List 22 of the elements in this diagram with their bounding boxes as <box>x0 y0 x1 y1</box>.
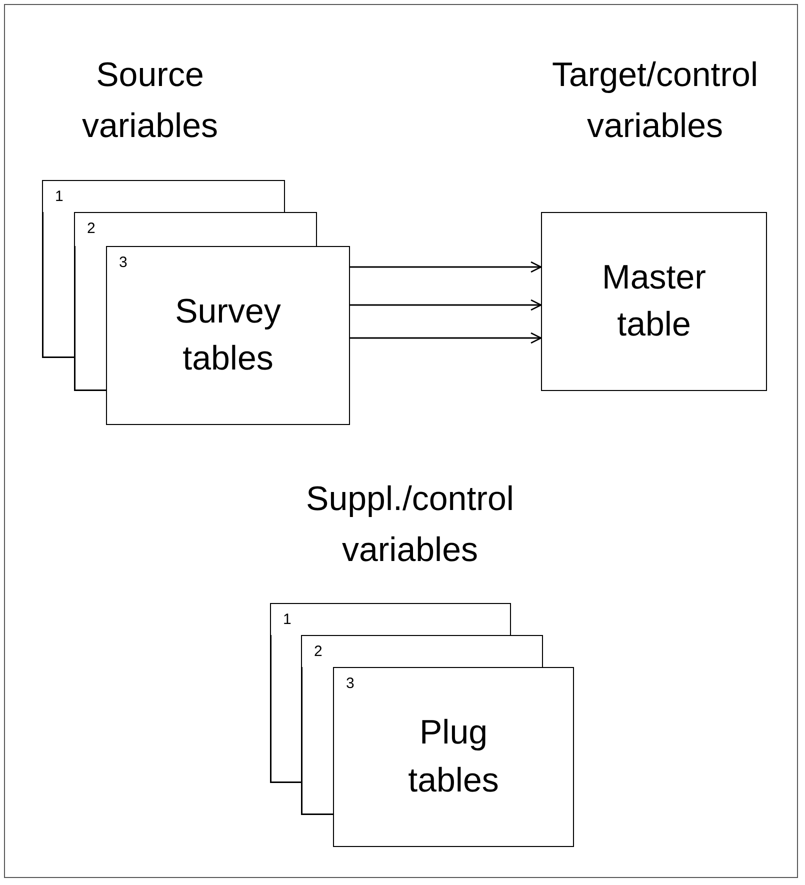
box-title: Survey tables <box>174 290 282 380</box>
table-page <box>106 246 350 425</box>
arrow <box>350 299 542 311</box>
table-page <box>42 180 285 212</box>
page-number: 2 <box>314 644 322 659</box>
page-number: 1 <box>283 612 292 627</box>
arrow <box>350 261 542 273</box>
section-heading: Suppl./control variables <box>305 479 515 571</box>
arrow <box>350 332 542 344</box>
table-page <box>333 667 574 847</box>
page-number: 1 <box>55 189 64 204</box>
table-page <box>301 635 543 667</box>
table-page <box>74 212 317 246</box>
page-number: 3 <box>119 255 128 270</box>
box-title: Plug tables <box>407 712 500 801</box>
section-heading: Target/control variables <box>551 55 759 147</box>
table-page <box>270 603 511 635</box>
box-title: Master table <box>601 256 707 346</box>
table-box <box>541 212 767 391</box>
page-number: 2 <box>87 221 96 236</box>
page-number: 3 <box>346 676 354 691</box>
section-heading: Source variables <box>80 55 220 147</box>
